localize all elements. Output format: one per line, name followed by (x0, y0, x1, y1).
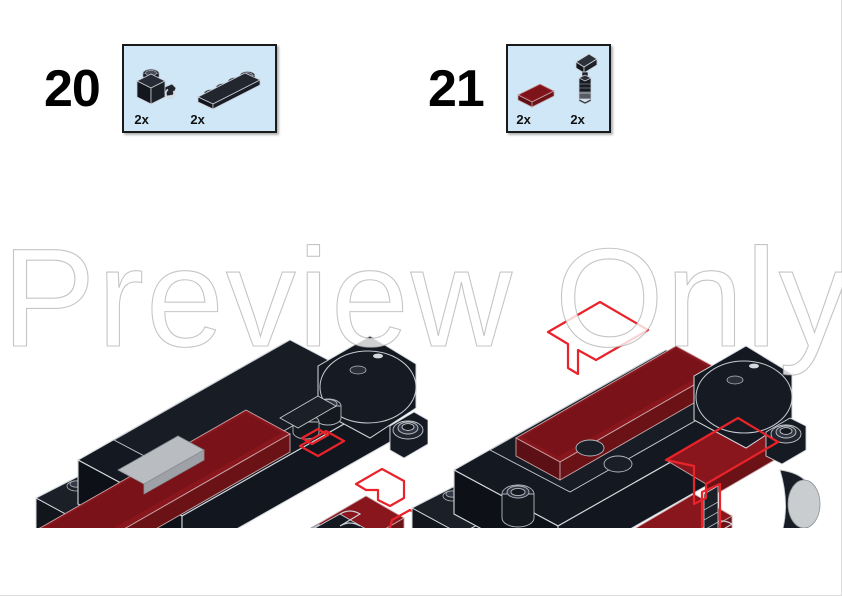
step-20-parts-callout: 2x (121, 44, 277, 133)
part-cell-technic-lever-handle: 2x (568, 51, 602, 127)
part-cell-tile-1x2: 2x (514, 65, 558, 127)
step-20-number: 20 (44, 59, 101, 118)
tile-1x2-icon (514, 65, 558, 111)
brick-1x1-with-clip-icon (132, 63, 178, 111)
step-20-group: 20 (44, 44, 277, 133)
step-21-group: 21 2x (428, 44, 611, 133)
step-21-number: 21 (428, 59, 485, 118)
technic-lever-handle-icon (568, 51, 602, 111)
part-cell-plate-1x4: 2x (188, 63, 266, 127)
step-21-part-1-quantity: 2x (516, 112, 531, 127)
step-20-part-1-quantity: 2x (134, 112, 149, 127)
part-cell-brick-1x1-with-clip: 2x (132, 63, 178, 127)
plate-1x4-icon (188, 63, 266, 111)
step-21-parts-callout: 2x (505, 44, 611, 133)
step-21-part-2-quantity: 2x (570, 112, 585, 127)
step-20-part-2-quantity: 2x (190, 112, 205, 127)
model-illustration-step-20 (18, 198, 429, 596)
model-illustration-step-21 (408, 198, 828, 596)
